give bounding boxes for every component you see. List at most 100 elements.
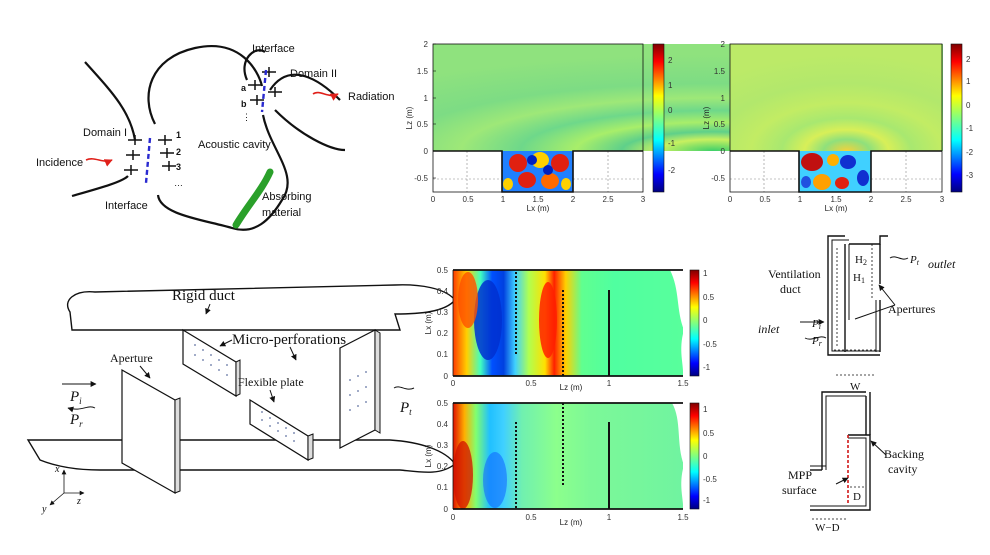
rigid-duct-label: Rigid duct bbox=[172, 288, 236, 304]
cb2-t1: 2 bbox=[966, 55, 971, 64]
cb2-t2: 1 bbox=[966, 77, 971, 86]
h1-label: H1 bbox=[853, 272, 865, 285]
field-plot-2-colorbar bbox=[950, 43, 963, 193]
plate-flexible bbox=[249, 398, 314, 462]
cb1-t4: -1 bbox=[668, 139, 676, 148]
cavity-boundary-main bbox=[147, 45, 289, 231]
d2-yt-3: 0.3 bbox=[437, 441, 449, 450]
vent-p-i: Pi bbox=[811, 318, 821, 331]
right-interface-ticks bbox=[248, 67, 282, 105]
index-b: b bbox=[241, 99, 247, 109]
f2-xt-5: 2 bbox=[869, 195, 874, 204]
vent-w-label: W bbox=[850, 381, 861, 393]
field-plot-2-xlabel: Lx (m) bbox=[825, 204, 848, 213]
d2-xt-4: 1.5 bbox=[677, 513, 689, 522]
d1-cb-5: -1 bbox=[703, 363, 711, 372]
axis-x: x bbox=[54, 464, 60, 475]
field-plot-1-xlabel: Lx (m) bbox=[527, 204, 550, 213]
duct-plot-2-colorbar bbox=[689, 402, 700, 510]
left-interface-ticks bbox=[124, 135, 176, 175]
right-interface-dash bbox=[260, 69, 268, 113]
yt-3: 1 bbox=[424, 94, 429, 103]
ventilation-label-2: duct bbox=[780, 282, 801, 296]
field-plot-1-colorbar bbox=[652, 43, 665, 193]
duct-bottom-wall bbox=[26, 439, 456, 473]
cb1-t2: 1 bbox=[668, 81, 673, 90]
f2-xt-4: 1.5 bbox=[830, 195, 842, 204]
xt-2: 0.5 bbox=[462, 195, 474, 204]
d2-yt-6: 0 bbox=[444, 505, 449, 514]
d1-yt-3: 0.3 bbox=[437, 308, 449, 317]
field-plot-2: 2 1.5 1 0.5 0 -0.5 0 0.5 1 1.5 2 2.5 3 L… bbox=[702, 40, 974, 213]
flexible-plate-label: Flexible plate bbox=[238, 375, 304, 389]
domain-2-label: Domain II bbox=[290, 68, 337, 80]
outlet-label: outlet bbox=[928, 257, 956, 271]
backing-label-2: cavity bbox=[888, 462, 917, 476]
cb2-t4: -1 bbox=[966, 124, 974, 133]
xt-3: 1 bbox=[501, 195, 506, 204]
f2-yt-2: 1.5 bbox=[714, 67, 726, 76]
index-1: 1 bbox=[176, 130, 181, 140]
yt-5: 0 bbox=[424, 147, 429, 156]
d1-xt-1: 0 bbox=[451, 379, 456, 388]
cb2-t5: -2 bbox=[966, 148, 974, 157]
duct-p-i: Pi bbox=[69, 389, 82, 406]
d2-xt-1: 0 bbox=[451, 513, 456, 522]
left-interface-dash bbox=[144, 137, 152, 184]
absorbing-material bbox=[232, 168, 274, 229]
domain-1-label: Domain I bbox=[83, 127, 127, 139]
d1-yt-2: 0.4 bbox=[437, 287, 449, 296]
field-plot-1-ylabel: Lz (m) bbox=[405, 106, 414, 129]
acoustic-cavity-label: Acoustic cavity bbox=[198, 139, 271, 151]
incidence-label: Incidence bbox=[36, 157, 83, 169]
cavity-schematic: 1 2 3 … a b ⋮ Domain I Domain II Interfa… bbox=[36, 43, 394, 231]
vent-outer-wall bbox=[827, 235, 880, 356]
f2-yt-1: 2 bbox=[721, 40, 726, 49]
f2-yt-4: 0.5 bbox=[714, 120, 726, 129]
apertures-label: Apertures bbox=[888, 302, 936, 316]
vent-p-r: Pr bbox=[811, 335, 823, 348]
duct-top-wall bbox=[67, 284, 456, 331]
d1-xt-4: 1.5 bbox=[677, 379, 689, 388]
d1-yt-5: 0.1 bbox=[437, 350, 449, 359]
duct-plot-1: 0.5 0.4 0.3 0.2 0.1 0 0 0.5 1 1.5 Lz (m)… bbox=[424, 266, 717, 392]
d2-cb-2: 0.5 bbox=[703, 429, 715, 438]
f2-xt-3: 1 bbox=[798, 195, 803, 204]
ventilation-label-1: Ventilation bbox=[768, 267, 821, 281]
yt-1: 2 bbox=[424, 40, 429, 49]
xt-1: 0 bbox=[431, 195, 436, 204]
incidence-arrow bbox=[85, 158, 113, 167]
cavity-boundary-left-upper bbox=[84, 61, 137, 141]
d1-cb-2: 0.5 bbox=[703, 293, 715, 302]
cb2-t3: 0 bbox=[966, 101, 971, 110]
axis-z: z bbox=[76, 496, 81, 507]
f2-xt-6: 2.5 bbox=[900, 195, 912, 204]
duct-p-r: Pr bbox=[69, 412, 83, 429]
d2-cb-4: -0.5 bbox=[703, 475, 717, 484]
d2-xt-2: 0.5 bbox=[525, 513, 537, 522]
cb1-t1: 2 bbox=[668, 56, 673, 65]
cb1-t3: 0 bbox=[668, 106, 673, 115]
plate-perforated-2 bbox=[339, 329, 381, 449]
field-plot-2-cavity-blobs bbox=[801, 153, 869, 190]
ventilation-labels: Ventilation duct inlet outlet Apertures … bbox=[758, 254, 956, 393]
ventilation-schematic bbox=[800, 235, 909, 376]
interface-bottom-label: Interface bbox=[105, 200, 148, 212]
absorbing-label-2: material bbox=[262, 207, 301, 219]
yt-2: 1.5 bbox=[417, 67, 429, 76]
index-a: a bbox=[241, 83, 247, 93]
d1-xt-3: 1 bbox=[607, 379, 612, 388]
f2-xt-2: 0.5 bbox=[759, 195, 771, 204]
backing-schematic bbox=[810, 391, 887, 520]
d2-yt-2: 0.4 bbox=[437, 420, 449, 429]
inlet-label: inlet bbox=[758, 322, 780, 336]
coordinate-axes: x y z bbox=[41, 464, 85, 515]
d1-yt-6: 0 bbox=[444, 372, 449, 381]
backing-label-1: Backing bbox=[884, 447, 924, 461]
f2-yt-3: 1 bbox=[721, 94, 726, 103]
d1-cb-1: 1 bbox=[703, 269, 708, 278]
aperture-label: Aperture bbox=[110, 351, 153, 365]
duct-schematic: Rigid duct Micro-perforations Aperture F… bbox=[26, 284, 456, 515]
cb1-t5: -2 bbox=[668, 166, 676, 175]
